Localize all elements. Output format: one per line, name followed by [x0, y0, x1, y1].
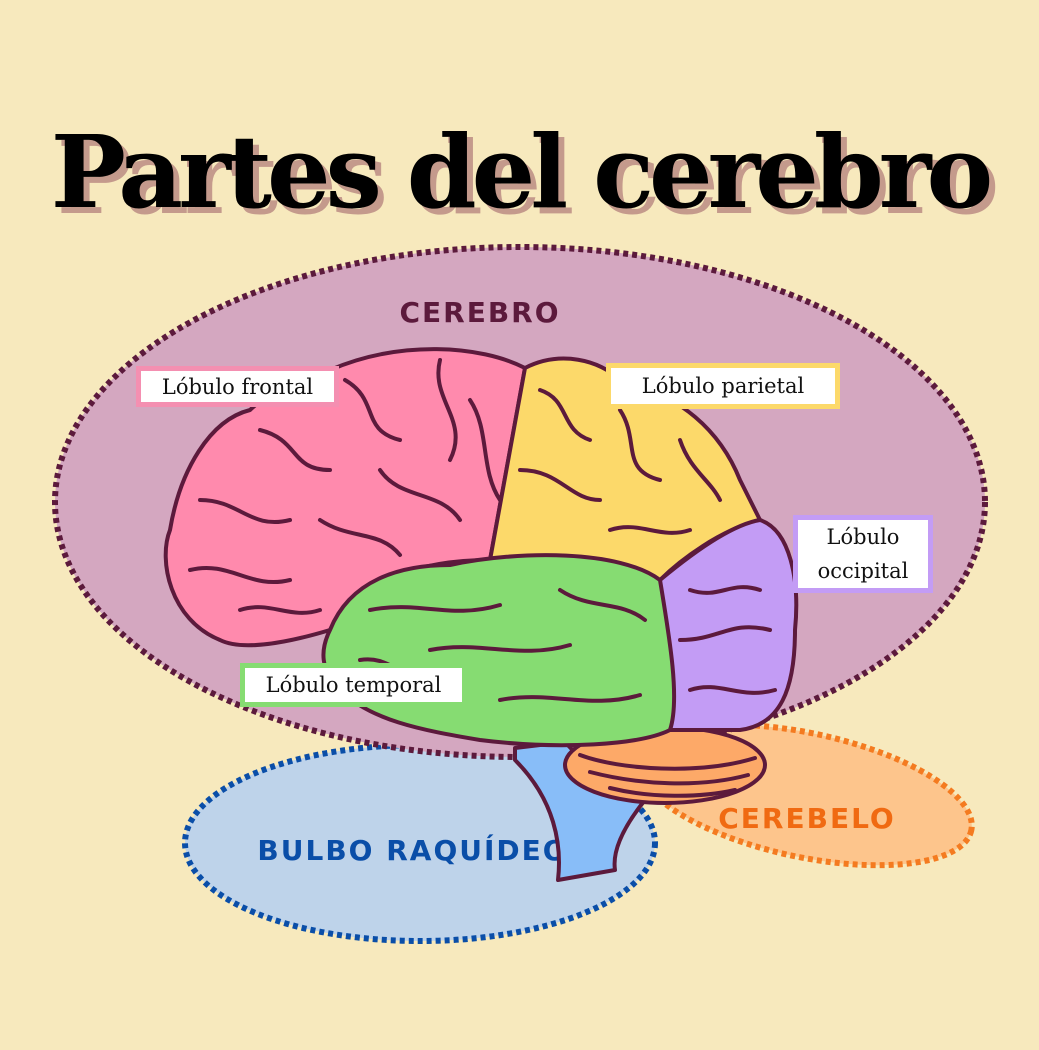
- label-occipital-line1: Lóbulo: [826, 525, 900, 549]
- frontal-lobe: [163, 347, 527, 648]
- label-occipital-line2: occipital: [817, 559, 909, 583]
- label-temporal: Lóbulo temporal: [240, 663, 467, 707]
- occipital-lobe: [658, 518, 799, 732]
- label-frontal: Lóbulo frontal: [136, 366, 339, 407]
- label-occipital: Lóbulo occipital: [793, 515, 933, 593]
- page-title: Partes del cerebro: [50, 113, 993, 231]
- cerebro-label: CEREBRO: [399, 296, 560, 329]
- bulbo-label: BULBO RAQUÍDEO: [257, 833, 568, 867]
- bulbo-region: [182, 742, 658, 944]
- cerebelo-label: CEREBELO: [718, 802, 895, 835]
- label-parietal: Lóbulo parietal: [606, 363, 840, 409]
